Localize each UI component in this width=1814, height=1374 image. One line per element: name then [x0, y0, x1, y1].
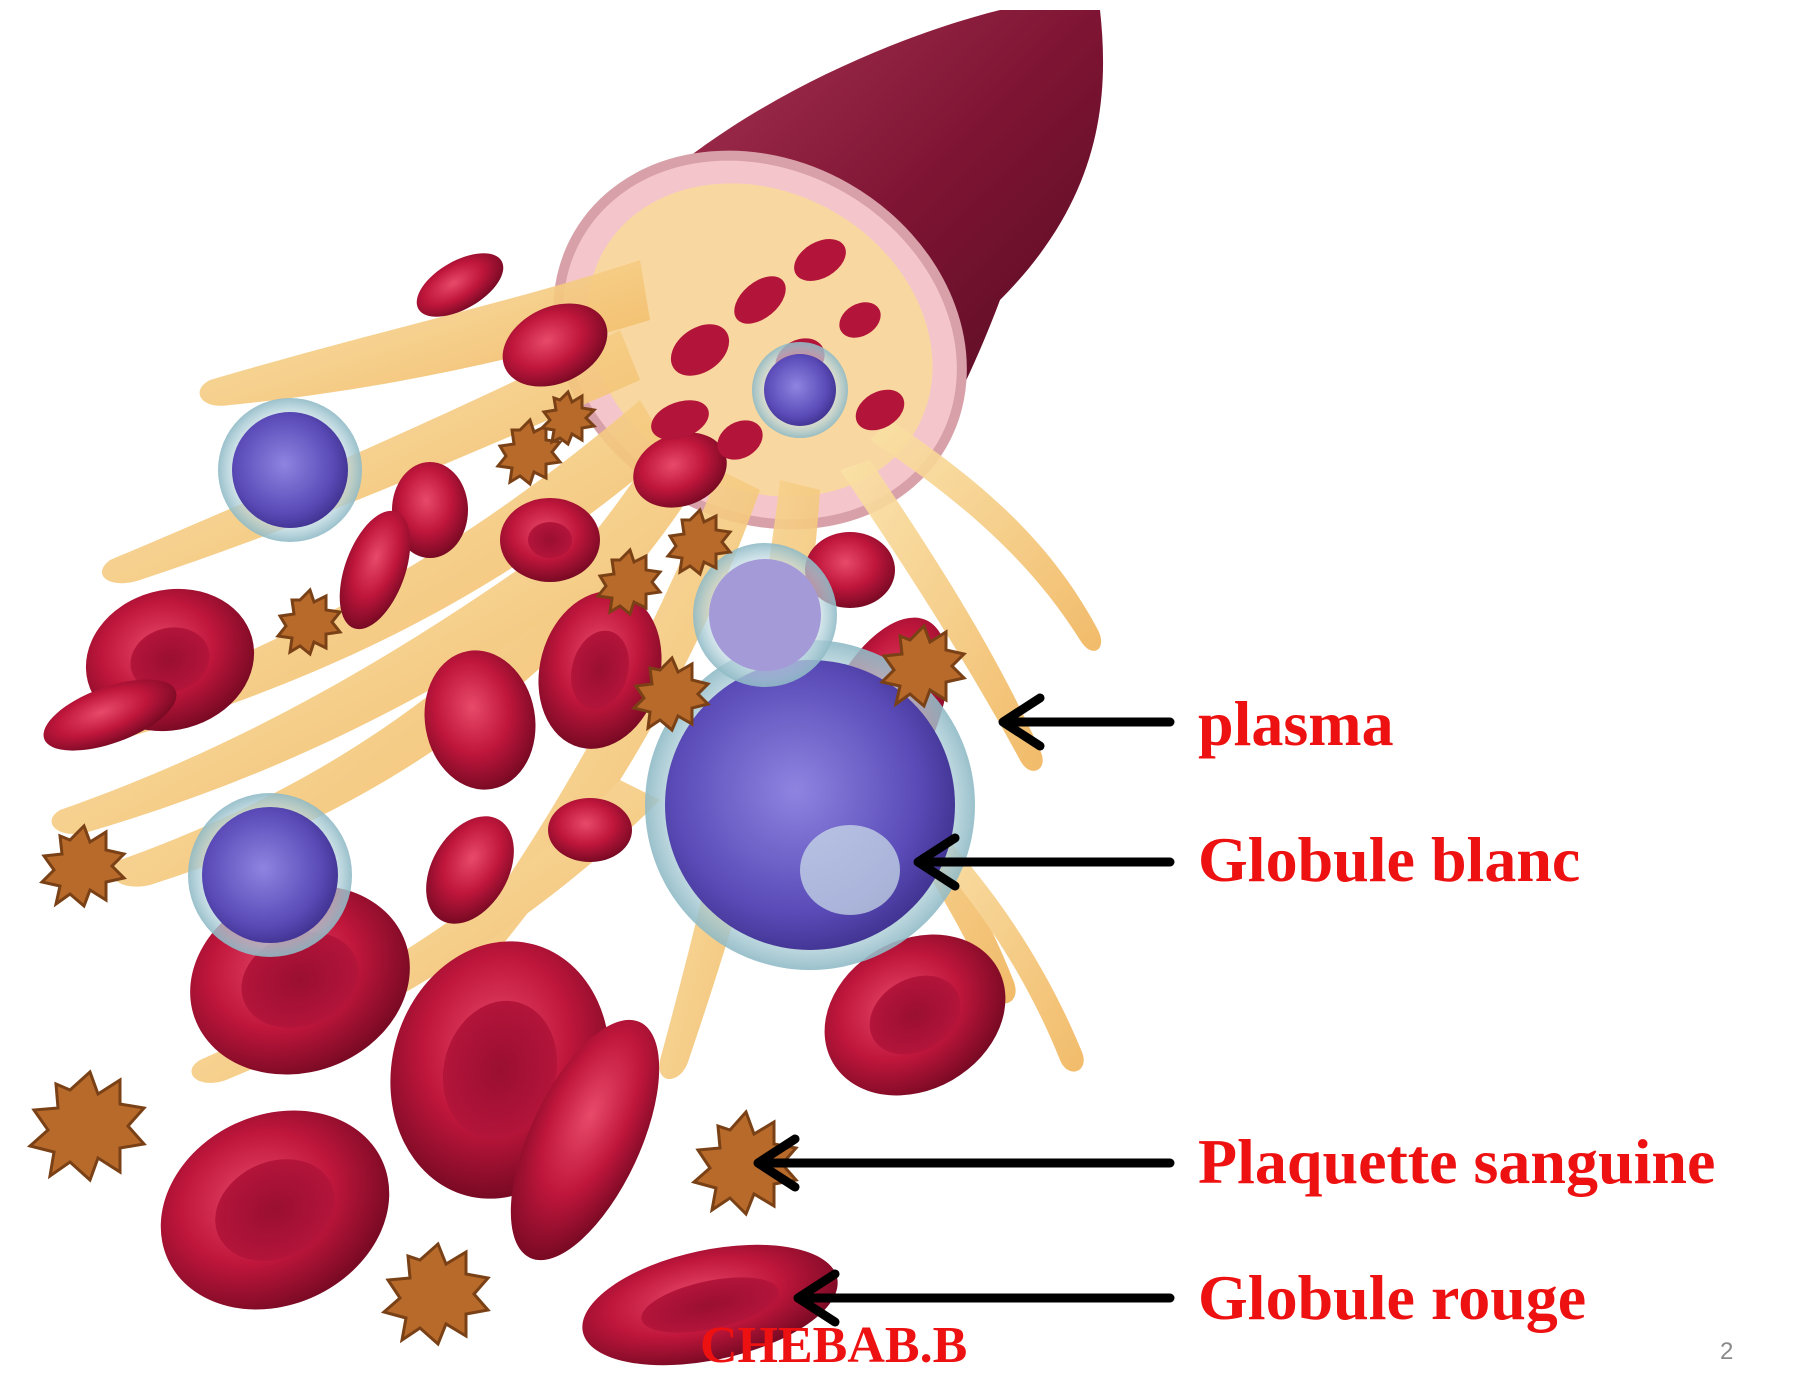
label-red-blood-cell: Globule rouge	[1198, 1266, 1586, 1330]
label-white-blood-cell: Globule blanc	[1198, 828, 1580, 892]
arrow-red-blood-cell	[798, 1274, 1170, 1322]
arrow-plasma	[1003, 698, 1170, 746]
author-credit: CHEBAB.B	[700, 1320, 967, 1372]
arrow-platelet	[758, 1139, 1170, 1187]
page-number: 2	[1720, 1340, 1733, 1364]
label-plasma: plasma	[1198, 692, 1394, 756]
label-platelet: Plaquette sanguine	[1198, 1130, 1715, 1194]
